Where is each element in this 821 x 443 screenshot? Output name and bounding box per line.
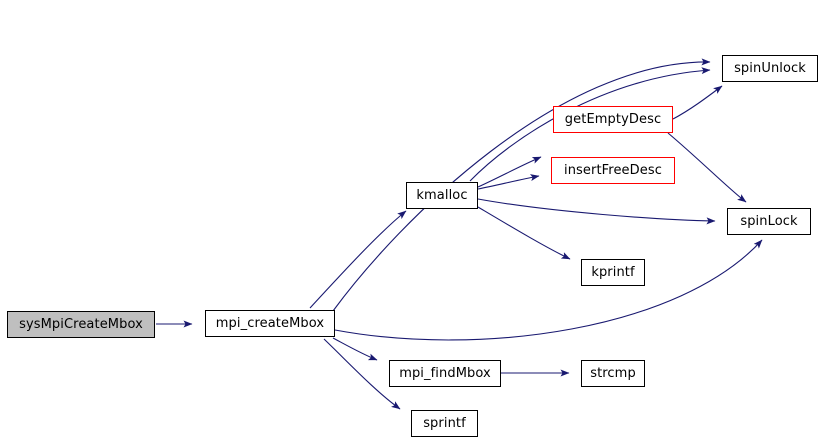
node-getEmptyDesc[interactable]: getEmptyDesc <box>553 106 673 133</box>
node-kmalloc[interactable]: kmalloc <box>406 182 478 209</box>
edges-group <box>156 58 763 410</box>
node-label: getEmptyDesc <box>564 112 662 127</box>
node-label: mpi_findMbox <box>399 366 491 381</box>
node-spinUnlock[interactable]: spinUnlock <box>722 55 818 82</box>
node-kprintf[interactable]: kprintf <box>581 259 645 286</box>
edge-mpi_createMbox-to-spinLock <box>334 239 763 341</box>
node-mpi_createMbox[interactable]: mpi_createMbox <box>205 310 335 337</box>
node-label: strcmp <box>590 366 636 381</box>
node-label: kmalloc <box>416 188 468 203</box>
edge-kmalloc-to-getEmptyDesc <box>477 156 542 188</box>
edge-mpi_createMbox-to-spinUnlock <box>332 58 711 312</box>
node-label: insertFreeDesc <box>564 163 662 178</box>
edge-getEmptyDesc-to-spinUnlock <box>672 85 723 120</box>
edge-mpi_createMbox-to-sprintf <box>323 338 401 410</box>
edge-mpi_createMbox-to-kmalloc <box>309 210 407 309</box>
node-strcmp[interactable]: strcmp <box>581 360 645 387</box>
edge-kmalloc-to-insertFreeDesc <box>477 174 540 190</box>
edge-mpi_createMbox-to-mpi_findMbox <box>332 337 378 361</box>
node-label: sprintf <box>423 416 466 431</box>
edge-kmalloc-to-kprintf <box>477 206 571 260</box>
node-sysMpiCreateMbox[interactable]: sysMpiCreateMbox <box>7 311 155 338</box>
node-label: sysMpiCreateMbox <box>19 317 143 332</box>
node-mpi_findMbox[interactable]: mpi_findMbox <box>389 360 501 387</box>
node-label: spinLock <box>740 214 798 229</box>
node-spinLock[interactable]: spinLock <box>727 208 811 235</box>
node-label: kprintf <box>591 265 635 280</box>
node-insertFreeDesc[interactable]: insertFreeDesc <box>551 157 675 184</box>
node-label: spinUnlock <box>734 61 806 76</box>
edge-getEmptyDesc-to-spinLock <box>667 132 747 203</box>
node-sprintf[interactable]: sprintf <box>411 410 478 437</box>
node-label: mpi_createMbox <box>215 316 325 331</box>
edge-kmalloc-to-spinLock <box>477 198 716 225</box>
